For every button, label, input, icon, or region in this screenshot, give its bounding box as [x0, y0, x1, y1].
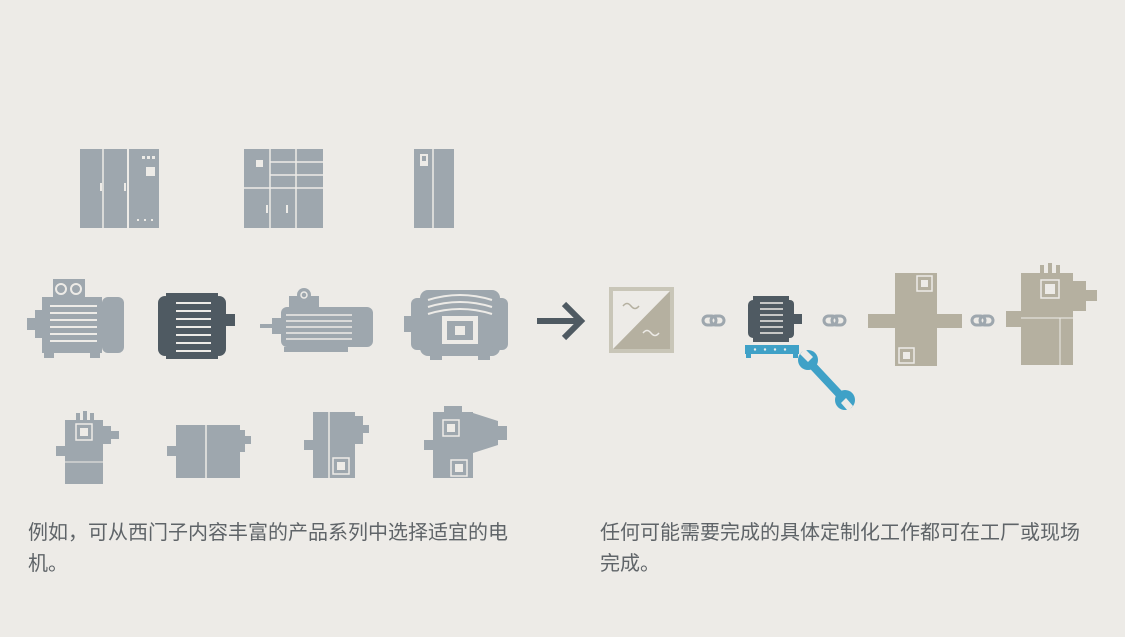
wrench-icon	[798, 349, 855, 411]
motor-on-base-icon	[745, 296, 802, 358]
link-icon	[701, 314, 726, 327]
cabinet-single-icon	[414, 149, 454, 228]
link-icon	[970, 314, 995, 327]
left-caption: 例如，可从西门子内容丰富的产品系列中选择适宜的电机。	[28, 520, 508, 575]
drive-tapered-icon	[424, 406, 507, 478]
motor-dark-icon	[158, 293, 235, 359]
link-icon	[822, 314, 847, 327]
cabinet-double-icon	[80, 149, 159, 228]
motor-twin-terminal-icon	[27, 279, 124, 358]
cabinet-multi-icon	[244, 149, 323, 228]
drive-unit-icon	[1006, 263, 1097, 365]
drive-compact-icon	[304, 412, 369, 478]
drive-small-icon	[56, 411, 119, 484]
right-caption: 任何可能需要完成的具体定制化工作都可在工厂或现场完成。	[600, 520, 1080, 575]
gearbox-icon	[868, 273, 962, 366]
motor-long-icon	[260, 288, 373, 352]
converter-icon	[609, 287, 674, 353]
arrow-right-icon	[537, 301, 586, 341]
motor-large-ribbed-icon	[404, 290, 508, 360]
drive-box-icon	[167, 425, 251, 478]
